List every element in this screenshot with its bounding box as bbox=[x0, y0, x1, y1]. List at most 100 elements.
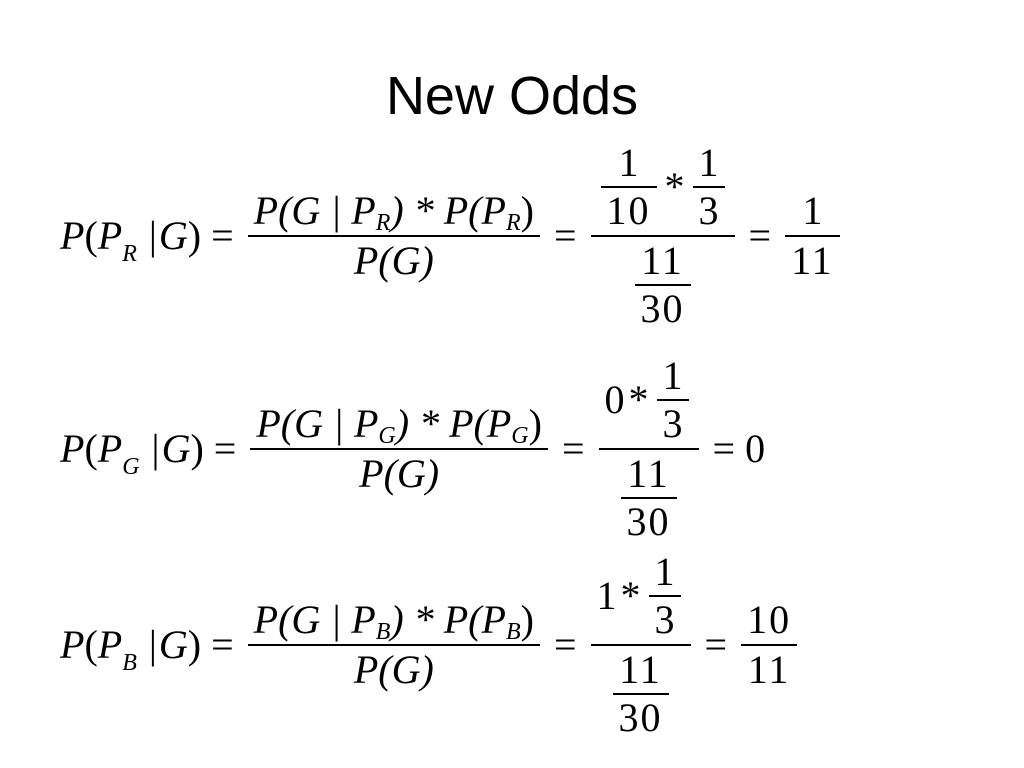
frac-num: 11 bbox=[641, 238, 684, 283]
num-sub-2: R bbox=[505, 210, 521, 236]
multiply-sign: * bbox=[628, 377, 649, 422]
equals-2: = bbox=[553, 213, 577, 258]
num-part-b: ) * P(P bbox=[390, 188, 506, 233]
num-sub-1: G bbox=[378, 423, 396, 449]
fraction-line bbox=[247, 235, 540, 237]
num-part-c: ) bbox=[520, 597, 534, 642]
frac-den: 3 bbox=[654, 597, 675, 642]
frac-num: 1 bbox=[698, 140, 719, 185]
num-sub-1: R bbox=[375, 210, 391, 236]
lhs-sub: R bbox=[122, 241, 137, 267]
num-part-b: ) * P(P bbox=[390, 597, 506, 642]
lhs-sub: B bbox=[122, 650, 137, 676]
frac-num: 11 bbox=[627, 451, 670, 496]
lhs: P(PG |G) bbox=[60, 426, 204, 480]
frac-den: 30 bbox=[626, 499, 671, 544]
lhs-close: ) bbox=[187, 213, 202, 258]
frac-num: 1 bbox=[654, 549, 675, 594]
equals-1: = bbox=[213, 426, 237, 471]
fraction-line bbox=[634, 284, 691, 286]
fraction-line bbox=[598, 448, 699, 450]
num-part-b: ) * P(P bbox=[395, 401, 512, 446]
result-den: 11 bbox=[791, 238, 834, 283]
num-sub-1: B bbox=[375, 619, 391, 645]
lhs-p: P bbox=[60, 213, 85, 258]
numeric-denominator: 11 30 bbox=[603, 650, 679, 738]
numeric-denominator: 11 30 bbox=[611, 454, 687, 542]
lhs-bar: | bbox=[151, 426, 160, 471]
frac-num: 1 bbox=[662, 353, 683, 398]
one: 1 bbox=[596, 573, 617, 618]
lhs-close: ) bbox=[190, 426, 204, 471]
lhs-bar: | bbox=[148, 213, 157, 258]
fraction-line bbox=[648, 595, 681, 597]
fraction-line bbox=[590, 644, 691, 646]
num-part-c: ) bbox=[528, 401, 542, 446]
frac-den: 30 bbox=[640, 286, 685, 331]
bayes-denominator: P(G) bbox=[353, 238, 434, 283]
lhs-g: G bbox=[161, 426, 191, 471]
equals-1: = bbox=[211, 213, 234, 258]
lhs-open: ( bbox=[84, 426, 98, 471]
fraction-line bbox=[250, 448, 548, 450]
frac-num: 11 bbox=[619, 647, 662, 692]
lhs-pp: P bbox=[97, 213, 123, 258]
frac-den: 30 bbox=[618, 695, 663, 740]
fraction-line bbox=[612, 693, 669, 695]
num-part-a: P(G | P bbox=[253, 188, 376, 233]
lhs-close: ) bbox=[187, 622, 202, 667]
equals-1: = bbox=[211, 622, 234, 667]
lhs-open: ( bbox=[84, 622, 98, 667]
frac-11-30: 11 30 bbox=[612, 647, 669, 740]
num-part-a: P(G | P bbox=[253, 597, 376, 642]
lhs-g: G bbox=[158, 213, 188, 258]
slide-title: New Odds bbox=[385, 66, 639, 126]
num-sub-2: B bbox=[505, 619, 521, 645]
numeric-denominator: 11 30 bbox=[625, 241, 701, 329]
numeric-numerator: 0 * 1 3 bbox=[599, 356, 699, 444]
equals-2: = bbox=[561, 426, 585, 471]
frac-11-30: 11 30 bbox=[634, 238, 691, 331]
frac-den: 10 bbox=[606, 188, 651, 233]
numeric-fraction: 0 * 1 3 11 30 bbox=[598, 356, 699, 542]
bayes-denominator: P(G) bbox=[359, 451, 440, 496]
fraction-line bbox=[590, 235, 735, 237]
result-den: 11 bbox=[747, 647, 791, 692]
frac-den: 3 bbox=[698, 188, 719, 233]
lhs: P(PB |G) bbox=[60, 622, 202, 676]
result-num: 10 bbox=[747, 597, 792, 642]
result-fraction: 1 11 bbox=[785, 191, 840, 281]
result-zero: 0 bbox=[745, 426, 766, 471]
frac-1-3: 1 3 bbox=[692, 140, 725, 233]
lhs-g: G bbox=[158, 622, 188, 667]
frac-den: 3 bbox=[662, 401, 683, 446]
equals-3: = bbox=[748, 213, 772, 258]
numeric-numerator: 1 * 1 3 bbox=[591, 552, 691, 640]
fraction-line bbox=[692, 186, 725, 188]
lhs-open: ( bbox=[84, 213, 98, 258]
lhs-p: P bbox=[60, 622, 85, 667]
multiply-sign: * bbox=[664, 164, 685, 209]
equals-3: = bbox=[712, 426, 736, 471]
num-part-c: ) bbox=[520, 188, 534, 233]
lhs-pp: P bbox=[97, 622, 123, 667]
frac-1-10: 1 10 bbox=[600, 143, 657, 233]
numeric-numerator: 1 10 * 1 3 bbox=[591, 143, 735, 231]
fraction-line bbox=[620, 497, 677, 499]
lhs-p: P bbox=[60, 426, 85, 471]
lhs: P(PR |G) bbox=[60, 213, 202, 267]
bayes-denominator: P(G) bbox=[353, 647, 434, 692]
frac-11-30: 11 30 bbox=[620, 451, 677, 544]
result-num: 1 bbox=[802, 188, 823, 233]
fraction-line bbox=[247, 644, 540, 646]
fraction-line bbox=[785, 235, 840, 237]
lhs-pp: P bbox=[97, 426, 123, 471]
fraction-line bbox=[656, 399, 689, 401]
